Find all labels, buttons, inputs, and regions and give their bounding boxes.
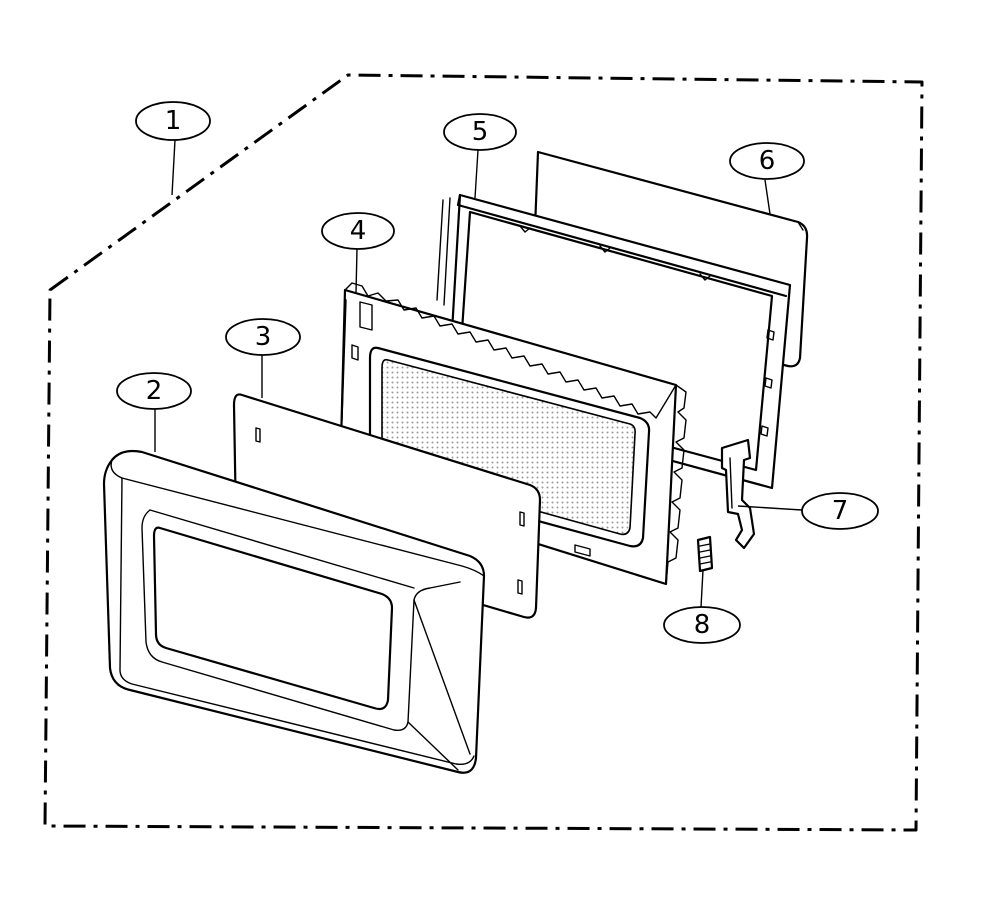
callout-7-label: 7 bbox=[832, 496, 849, 526]
callout-6-label: 6 bbox=[759, 146, 776, 176]
callout-1-label: 1 bbox=[165, 106, 182, 136]
leader-lines bbox=[154, 139, 803, 608]
part-4-inner-door bbox=[338, 282, 687, 586]
callout-8: 8 bbox=[663, 606, 741, 644]
part-8-spring bbox=[696, 535, 714, 573]
part-2-door-front bbox=[102, 449, 486, 774]
assembly-boundary bbox=[43, 73, 924, 832]
part-7-latch-hook bbox=[720, 438, 756, 550]
callout-2: 2 bbox=[116, 372, 192, 410]
callout-3: 3 bbox=[225, 318, 301, 356]
callout-5: 5 bbox=[443, 113, 517, 151]
callout-8-label: 8 bbox=[694, 610, 711, 640]
callout-4-label: 4 bbox=[350, 216, 367, 246]
callout-1: 1 bbox=[135, 101, 211, 141]
callout-4: 4 bbox=[321, 212, 395, 250]
callout-5-label: 5 bbox=[472, 117, 489, 147]
callout-2-label: 2 bbox=[146, 376, 163, 406]
callout-3-label: 3 bbox=[255, 322, 272, 352]
callout-7: 7 bbox=[801, 492, 879, 530]
callout-6: 6 bbox=[729, 142, 805, 180]
